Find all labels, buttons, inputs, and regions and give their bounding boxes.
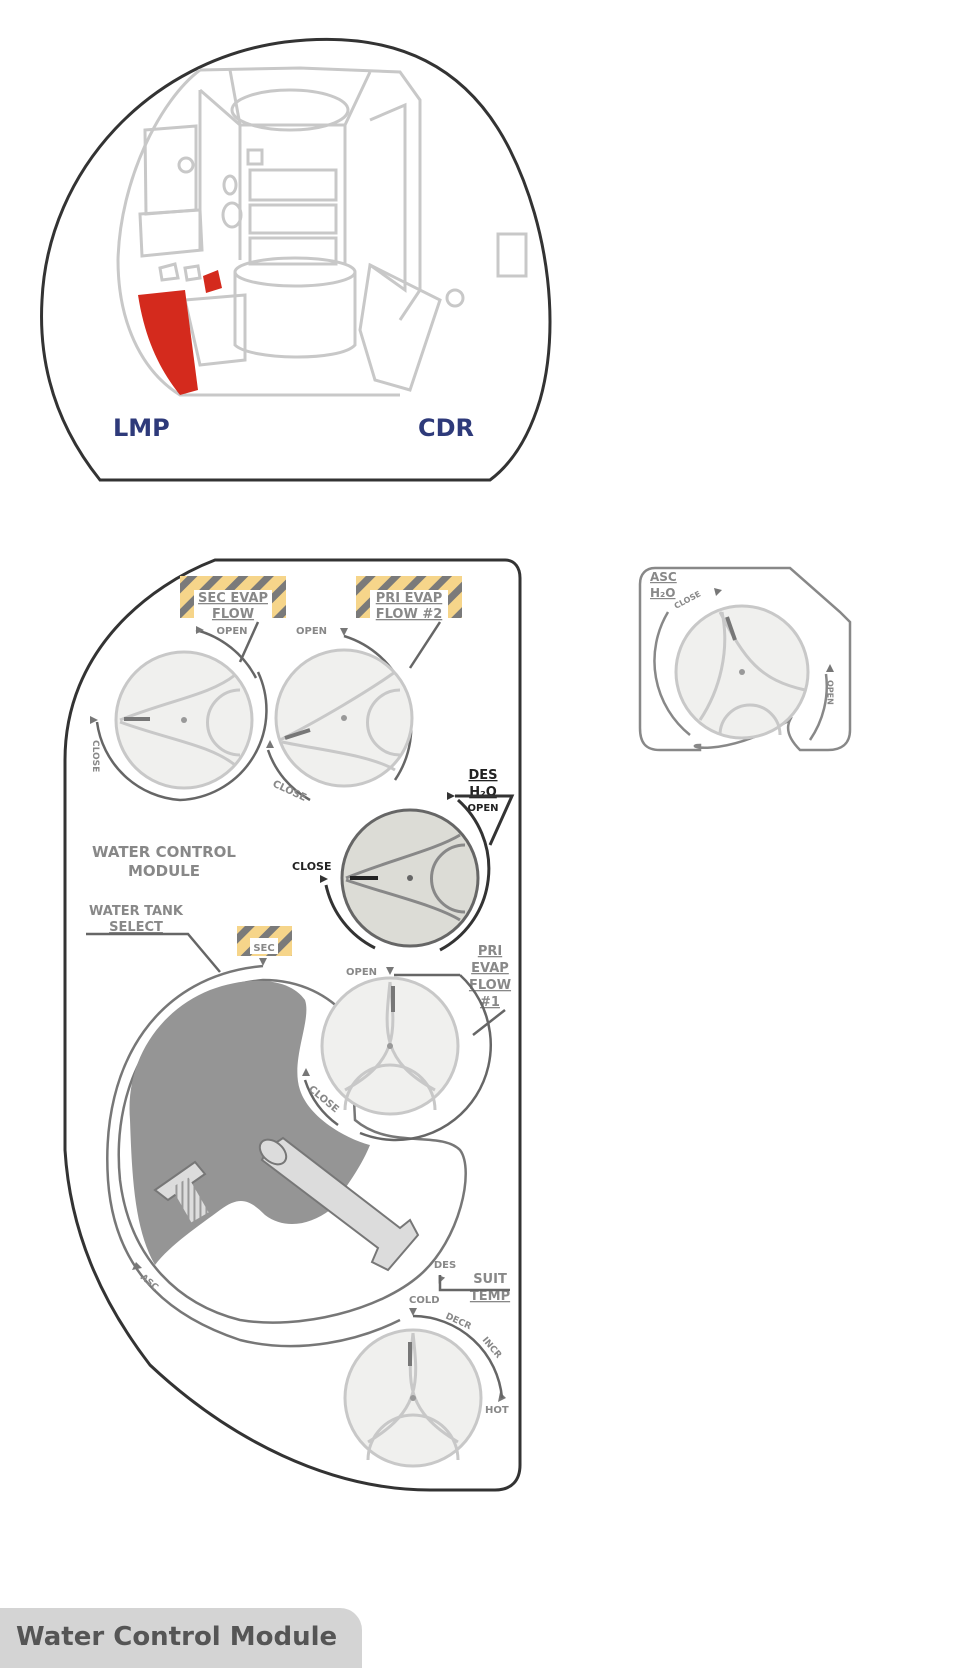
cabin-interior-drawing xyxy=(116,66,528,397)
pri-evap2-label-line1: PRI EVAP xyxy=(376,591,443,606)
tank-select-lever[interactable] xyxy=(153,1135,420,1272)
des-h2o-knob-grip xyxy=(345,833,466,922)
pri-evap1-label-line2: EVAP xyxy=(471,961,509,976)
asc-h2o-arc xyxy=(653,611,828,741)
suit-temp-label-line1: SUIT xyxy=(473,1272,507,1287)
cdr-label: CDR xyxy=(418,414,474,442)
asc-h2o-label-line2: H₂O xyxy=(650,586,676,600)
asc-h2o-close-arrow xyxy=(714,588,722,596)
sec-evap-arc xyxy=(95,628,268,802)
suit-temp-arc xyxy=(412,1275,510,1399)
des-h2o-open-arrow xyxy=(447,792,455,800)
lmp-highlight-box xyxy=(203,270,222,293)
des-h2o-open-label: OPEN xyxy=(467,803,498,814)
pri-evap1-label-line4: #1 xyxy=(480,995,500,1010)
pri-evap2-open-arrow xyxy=(340,628,348,636)
sec-evap-close-arrow xyxy=(90,716,98,724)
pri-evap1-open-label: OPEN xyxy=(346,967,377,978)
tank-select-label-line1: WATER TANK xyxy=(89,904,184,919)
asc-h2o-open-label: OPEN xyxy=(826,680,835,705)
des-h2o-label-line1: DES xyxy=(468,768,497,783)
des-h2o-arc xyxy=(324,794,515,952)
sec-evap-close-label: CLOSE xyxy=(90,740,100,772)
pri-evap-flow-1-valve[interactable]: OPEN PRI EVAP FLOW #1 CLOSE xyxy=(302,944,511,1142)
water-control-panel: SEC EVAP FLOW OPEN CLOSE PRI EVAP FLOW #… xyxy=(63,558,522,1492)
pri-evap1-open-arrow xyxy=(386,967,394,975)
tank-des-label: DES xyxy=(434,1260,456,1271)
sec-evap-label-line2: FLOW xyxy=(212,607,254,622)
pri-evap1-close-arrow xyxy=(302,1068,310,1076)
lmp-highlight-panel xyxy=(138,290,198,395)
asc-h2o-inset: ASC H₂O CLOSE OPEN xyxy=(638,566,852,752)
sec-evap-flow-valve[interactable]: SEC EVAP FLOW OPEN CLOSE xyxy=(90,576,286,802)
des-h2o-close-label: CLOSE xyxy=(292,860,331,873)
sec-evap-label-bg xyxy=(194,590,272,622)
asc-h2o-open-arrow xyxy=(826,664,834,672)
des-h2o-knob-center xyxy=(407,875,413,881)
des-h2o-label-line2: H₂O xyxy=(469,785,497,800)
water-tank-select[interactable]: WATER TANK SELECT SEC ASC DES xyxy=(86,904,467,1348)
suit-temp-control[interactable]: SUIT TEMP COLD DECR INCR HOT xyxy=(343,1272,510,1468)
pri-evap-flow-2-valve[interactable]: PRI EVAP FLOW #2 OPEN CLOSE xyxy=(266,576,462,804)
pri-evap2-label-bg xyxy=(370,590,448,622)
sec-evap-label-line1: SEC EVAP xyxy=(198,591,268,606)
tank-sec-label: SEC xyxy=(253,943,274,954)
tank-sec-arrow xyxy=(259,958,267,966)
cabin-overview: LMP CDR xyxy=(40,37,552,482)
module-title-line2: MODULE xyxy=(128,862,200,880)
pri-evap2-label-line2: FLOW #2 xyxy=(376,607,443,622)
suit-temp-hot-label: HOT xyxy=(485,1405,509,1416)
footer-title: Water Control Module xyxy=(16,1622,338,1652)
des-h2o-close-arrow xyxy=(320,875,328,883)
asc-h2o-knob-center xyxy=(739,669,745,675)
pri-evap2-leader xyxy=(408,621,442,669)
tank-sec-label-bg xyxy=(250,938,278,954)
tank-select-leader xyxy=(86,932,221,973)
tank-select-label-line2: SELECT xyxy=(109,920,163,935)
asc-h2o-pointer xyxy=(725,616,737,641)
pri-evap2-close-arrow xyxy=(266,740,274,748)
pri-evap1-knob-center xyxy=(387,1043,393,1049)
pri-evap1-label-line3: FLOW xyxy=(469,978,511,993)
asc-h2o-label-line1: ASC xyxy=(650,570,677,584)
pri-evap1-arc xyxy=(303,973,506,1142)
tank-select-outer-arc xyxy=(106,964,401,1348)
sec-evap-knob-grip xyxy=(119,673,241,767)
pri-evap2-knob-center xyxy=(341,715,347,721)
pri-evap2-pointer xyxy=(284,728,311,740)
pri-evap2-knob-grip xyxy=(279,670,401,772)
sec-evap-open-arrow xyxy=(196,626,204,634)
suit-temp-label-line2: TEMP xyxy=(470,1289,510,1304)
sec-evap-leader xyxy=(238,621,260,663)
pri-evap2-open-label: OPEN xyxy=(296,626,327,637)
lmp-label: LMP xyxy=(113,414,170,442)
module-title-line1: WATER CONTROL xyxy=(92,843,236,861)
asc-h2o-knob-grip xyxy=(698,611,806,736)
suit-temp-cold-arrow xyxy=(409,1308,417,1316)
tank-asc-arrow xyxy=(132,1262,142,1270)
suit-temp-cold-label: COLD xyxy=(409,1295,440,1306)
sec-evap-open-label: OPEN xyxy=(216,626,247,637)
pri-evap1-label-line1: PRI xyxy=(478,944,502,959)
sec-evap-knob-center xyxy=(181,717,187,723)
suit-temp-knob-center xyxy=(410,1395,416,1401)
footer-title-tab: Water Control Module xyxy=(0,1608,362,1668)
des-h2o-valve[interactable]: DES H₂O OPEN CLOSE xyxy=(292,768,515,952)
